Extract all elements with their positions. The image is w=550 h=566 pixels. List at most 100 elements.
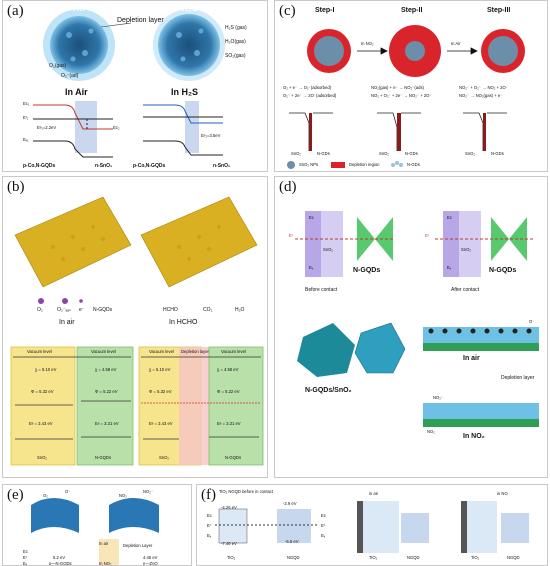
label-ev: Eᵥ: [207, 533, 212, 538]
label-composite: N-GQDs/SnO₂: [305, 387, 352, 394]
label-step2: Step-II: [401, 7, 423, 14]
label-ef1: Eᶠ₁: [23, 115, 29, 120]
ngqd-box-1: [76, 346, 134, 466]
label-tio2-1: TiO₂: [227, 555, 236, 560]
panel-f: (f) TiO₂ NGQD before in contact -4.26 eV…: [196, 484, 548, 566]
eq-3b: NO₂⁻ → NO₂(gas) + e⁻: [459, 93, 503, 98]
label-ngqd-1: NGQD: [287, 555, 300, 560]
eq-2b: NO₂ + O₂⁻ + 2e⁻ → NO₂⁻ + 2O⁻: [371, 93, 432, 98]
label-hcho: HCHO: [163, 307, 178, 313]
label-depletion: Depletion layer: [501, 375, 535, 381]
label-eg-ngqd: Eᵍ = 3.31 eV: [95, 421, 119, 426]
label-tio2-2: TiO₂: [369, 555, 378, 560]
label-in-no2: In NO₂: [99, 561, 112, 566]
label-h2s-gas: H₂S (gas): [225, 25, 247, 31]
label-o2-gas: O₂(gas): [49, 63, 67, 69]
label-o-ads: O₂⁻ₐₔₛ: [57, 307, 72, 313]
panel-c-graphic: [287, 25, 525, 169]
label-gap2: 4.45 eV: [143, 555, 158, 560]
panel-b-graphic: [10, 196, 264, 466]
composite-grain-1: [297, 323, 355, 377]
label-no2-minus: NO₂⁻: [433, 395, 444, 400]
label-co2: CO₂: [203, 307, 213, 313]
label-gap2: Eᵍ₂=3.5eV: [201, 133, 221, 138]
label-step1: Step-I: [315, 7, 335, 14]
label-ec1: Eᴄ₁: [23, 101, 30, 106]
label-vacuum-3: Vacuum level: [149, 349, 174, 354]
label-tio2-3: TiO₂: [471, 555, 480, 560]
label-in-air: In air: [463, 355, 480, 362]
label-right-material-2: n-SnO₂: [213, 163, 231, 169]
eq-2a: NO₂(gas) + e⁻ → NO₂⁻(ads): [371, 85, 424, 90]
label-phi-sno2-2: Φ = 5.32 eV: [149, 389, 172, 394]
label-so2-gas: SO₂(gas): [225, 53, 246, 59]
label-e3: -2.9 eV: [283, 501, 297, 506]
label-left-material: p—N-GQDs: [49, 561, 72, 566]
label-no2: NO₂: [119, 493, 127, 498]
label-ev-2: Eᵥ: [447, 265, 452, 270]
band-left: [33, 101, 113, 158]
label-phi-sno2: Φ = 5.32 eV: [31, 389, 54, 394]
label-sno2-3: SnO₂: [465, 151, 476, 156]
label-in-air: In air: [59, 319, 75, 326]
label-sno2-1: SnO₂: [323, 247, 334, 252]
label-ef: Eᶠ: [23, 555, 27, 560]
label-eg-ngqd-2: Eᵍ = 3.31 eV: [217, 421, 241, 426]
label-sno2-2: SnO₂: [379, 151, 390, 156]
label-ev-1: Eᵥ: [309, 265, 314, 270]
panel-b-label: (b): [7, 179, 25, 195]
label-caption: TiO₂ NGQD before in contact: [219, 489, 274, 494]
panel-a: (a): [2, 0, 268, 172]
panel-b: (b) O₂ O₂⁻ₐₔₛ e⁻ N-GQDs In air HCHO CO: [2, 176, 268, 478]
panel-e-label: (e): [7, 487, 24, 503]
label-in-air: In Air: [63, 3, 86, 13]
label-after: After contact: [451, 287, 480, 293]
depletion-box: [179, 347, 209, 465]
label-ef-2: Eᶠ: [425, 233, 429, 238]
composite-grain-2: [354, 322, 406, 374]
label-ngqds-2: N-GQDs: [225, 455, 242, 460]
label-left-material-2: p-Co,N-GQDs: [133, 163, 166, 169]
label-phi-ngqd-2: Φ = 5.22 eV: [217, 389, 240, 394]
label-ev: Eᵥ: [23, 561, 28, 566]
panel-a-graphic: [33, 9, 225, 158]
label-right-material-1: n-SnO₂: [95, 163, 113, 169]
label-o2-ad: O₂⁻(ad): [61, 73, 79, 79]
label-ngds-3: N-GDs: [491, 151, 504, 156]
label-o2: O₂: [43, 493, 48, 498]
label-e1: -4.26 eV: [221, 505, 237, 510]
legend-ngd: N-GDs: [407, 162, 420, 167]
label-ev-right: Eᵥ: [321, 533, 326, 538]
label-ev1: Eᵥ₁: [23, 137, 29, 142]
label-e2: -7.46 eV: [221, 541, 237, 546]
label-sno2-2: SnO₂: [159, 455, 170, 460]
label-depletion: Depletion layer: [181, 349, 209, 354]
legend-np: SnO₂ NPs: [299, 162, 319, 167]
panel-d: (d) Eᶠ Eᴄ Eᵥ SnO₂ N-GQDs Before contact …: [274, 176, 548, 478]
label-ngds-1: N-GDs: [317, 151, 330, 156]
legend-depl: Depletion region: [349, 162, 380, 167]
label-in-h2s: In H₂S: [171, 3, 198, 13]
label-electron: e⁻: [79, 307, 85, 313]
band-title-h2s: In H₂S: [171, 87, 198, 97]
label-no2: NO₂: [427, 429, 435, 434]
label-sno2-1: SnO₂: [37, 455, 48, 460]
label-in-air: in air: [369, 491, 379, 496]
label-h2o: H₂O: [235, 307, 245, 313]
label-vacuum-4: Vacuum level: [221, 349, 246, 354]
label-ef-right: Eᶠ: [321, 523, 325, 528]
label-vacuum-1: Vacuum level: [27, 349, 52, 354]
band-right: [143, 101, 223, 156]
label-in-no2: In NO₂: [361, 41, 374, 46]
label-right-material: n—ZnO: [143, 561, 158, 566]
label-no2-minus: NO₂⁻: [143, 489, 154, 494]
label-ngqds-1: N-GQDs: [353, 267, 381, 274]
surface-air: [14, 196, 132, 288]
label-left-material-1: p-Co,N-GQDs: [23, 163, 56, 169]
panel-e: (e) O₂ O⁻ NO₂ NO₂⁻ In air Depletion Laye…: [2, 484, 192, 566]
eq-1b: O₂⁻ + 2e⁻ → 2O⁻(adsorbed): [283, 93, 337, 98]
panel-a-label: (a): [7, 3, 24, 19]
band-title-air: In Air: [65, 87, 88, 97]
label-ngqds-legend: N-GQDs: [93, 307, 113, 313]
label-ec: Eᴄ: [207, 513, 212, 518]
